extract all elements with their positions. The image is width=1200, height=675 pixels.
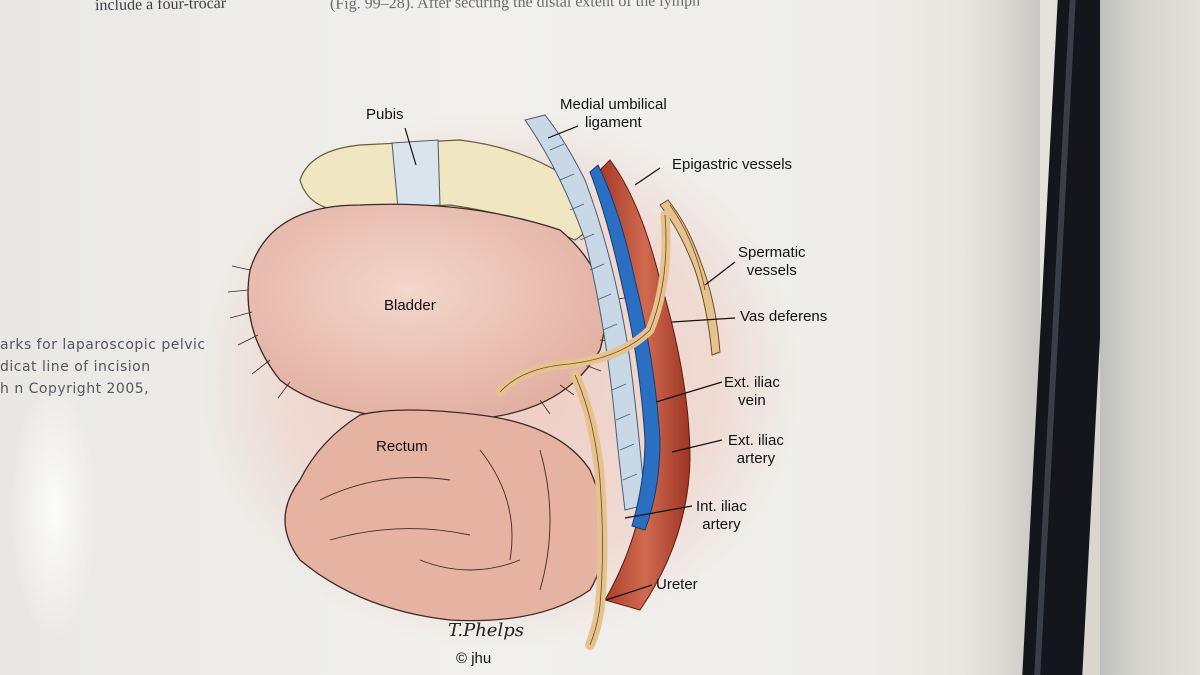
label-ext-iliac-vein-line-2: vein [738,392,766,409]
label-int-iliac-artery-line-2: artery [702,516,741,533]
leader-lines [404,125,736,601]
rectum-shape [284,409,606,622]
rectum-folds [319,449,551,591]
label-medial-umbilical-line-1: Medial umbilical [560,96,667,113]
caption-line-2: dicat line of incision [0,359,151,375]
opposite-page [1100,0,1200,675]
page-shadow [960,0,1040,675]
label-rectum: Rectum [376,438,428,455]
label-medial-umbilical: Medial umbilical ligament [560,96,667,132]
light-glare [10,380,100,640]
label-ext-iliac-vein: Ext. iliac vein [724,374,780,410]
ext-iliac-vein [589,164,661,531]
artist-signature: T.Phelps [448,620,524,641]
label-ureter: Ureter [656,576,698,593]
label-medial-umbilical-line-2: ligament [585,114,642,131]
label-ext-iliac-artery-line-2: artery [736,450,776,467]
label-spermatic-line-1: Spermatic [738,244,806,261]
label-bladder: Bladder [384,297,436,314]
caption-line-1: arks for laparoscopic pelvic [0,337,206,353]
label-ext-iliac-artery-line-1: Ext. iliac [728,432,784,449]
label-vas-deferens: Vas deferens [740,308,828,325]
ligament-hatching [549,143,638,481]
label-spermatic-line-2: vessels [746,262,797,279]
label-int-iliac-artery: Int. iliac artery [696,498,747,534]
pubic-symphysis [391,139,441,209]
label-ext-iliac-artery: Ext. iliac artery [728,432,784,468]
spermatic-vessels [659,199,721,356]
bladder-fringe [227,265,626,415]
label-epigastric: Epigastric vessels [672,156,793,173]
bladder-shape [247,203,606,421]
label-int-iliac-artery-line-1: Int. iliac [696,498,747,515]
label-pubis: Pubis [366,106,404,123]
label-ext-iliac-vein-line-1: Ext. iliac [724,374,780,391]
copyright-mark: © jhu [456,650,492,667]
label-spermatic: Spermatic vessels [738,244,806,280]
